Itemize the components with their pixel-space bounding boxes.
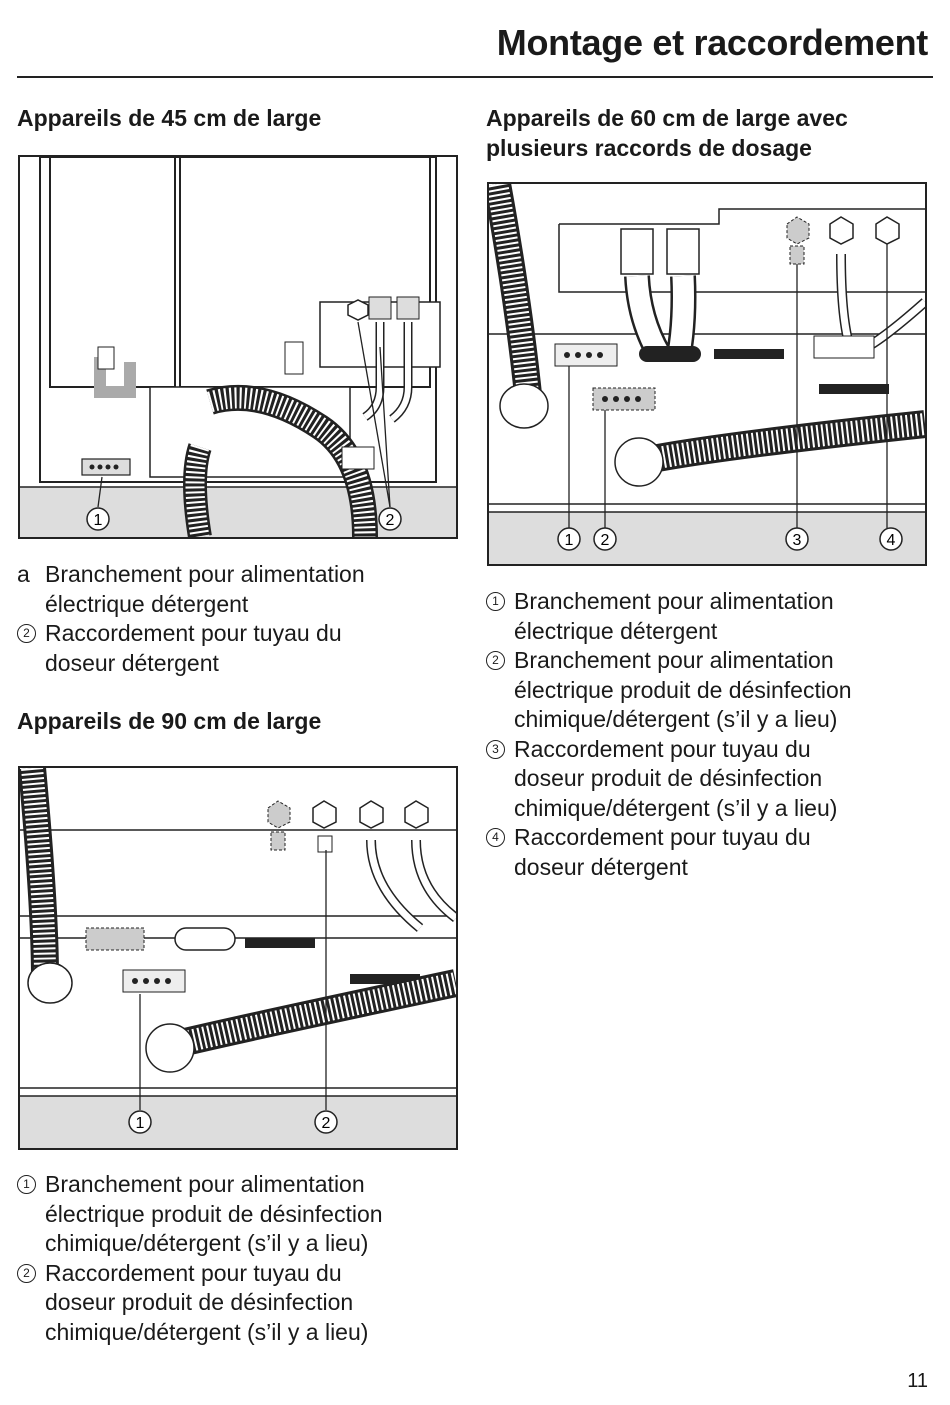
legend-marker: 1 <box>486 592 505 611</box>
legend-text: chimique/détergent (s’il y a lieu) <box>514 706 838 732</box>
legend-text: chimique/détergent (s’il y a lieu) <box>514 794 838 821</box>
legend-text: doseur détergent <box>514 853 688 880</box>
illustration-45cm: 1 2 <box>20 157 456 537</box>
legend-item: 3 Raccordement pour tuyau du doseur prod… <box>486 735 931 824</box>
legend-marker: 3 <box>486 739 505 759</box>
legend-marker: 2 <box>17 624 36 643</box>
legend-text: électrique détergent <box>514 617 718 644</box>
legend-item: 2 Branchement pour alimentation électriq… <box>486 646 931 735</box>
illustration-60cm: 1 2 3 4 <box>489 184 925 564</box>
legend-text: Raccordement pour tuyau du <box>45 620 342 646</box>
legend-item: 2 Raccordement pour tuyau du doseur déte… <box>17 619 457 678</box>
callout-45-2: 2 <box>386 512 395 529</box>
legend-item: a Branchement pour alimentation électriq… <box>17 560 457 619</box>
heading-60cm-line2: plusieurs raccords de dosage <box>486 135 812 161</box>
legend-marker: a <box>17 561 30 587</box>
page-title: Montage et raccordement <box>496 22 929 63</box>
legend-marker: 4 <box>486 828 505 847</box>
legend-text: chimique/détergent (s’il y a lieu) <box>45 1318 369 1345</box>
legend-text: électrique détergent <box>45 590 249 617</box>
legend-text: Raccordement pour tuyau du <box>514 735 811 762</box>
legend-item: 1 Branchement pour alimentation électriq… <box>17 1170 457 1259</box>
legend-text: chimique/détergent (s’il y a lieu) <box>45 1230 369 1256</box>
legend-text: électrique produit de désinfection <box>45 1200 383 1227</box>
header-divider <box>17 76 933 78</box>
heading-90cm: Appareils de 90 cm de large <box>17 708 322 734</box>
legend-marker: 2 <box>17 1263 36 1283</box>
legend-text: Raccordement pour tuyau du <box>45 1259 342 1286</box>
legend-text: doseur produit de désinfection <box>45 1289 354 1315</box>
callout-60-2: 2 <box>601 532 610 549</box>
callout-90-2: 2 <box>322 1115 331 1132</box>
legend-marker: 1 <box>17 1175 36 1194</box>
legend-45cm: a Branchement pour alimentation électriq… <box>17 560 457 678</box>
callout-60-4: 4 <box>887 532 896 549</box>
legend-text: Branchement pour alimentation <box>45 561 365 587</box>
figure-60cm: 1 2 3 4 <box>487 182 927 566</box>
illustration-90cm: 1 2 <box>20 768 456 1148</box>
callout-90-1: 1 <box>136 1115 145 1132</box>
heading-60cm-line1: Appareils de 60 cm de large avec <box>486 105 848 131</box>
legend-item: 2 Raccordement pour tuyau du doseur prod… <box>17 1259 457 1348</box>
legend-item: 4 Raccordement pour tuyau du doseur déte… <box>486 823 931 882</box>
legend-item: 1 Branchement pour alimentation électriq… <box>486 587 931 646</box>
callout-60-1: 1 <box>565 532 574 549</box>
legend-text: Branchement pour alimentation <box>45 1171 365 1197</box>
heading-45cm: Appareils de 45 cm de large <box>17 105 322 131</box>
legend-90cm: 1 Branchement pour alimentation électriq… <box>17 1170 457 1347</box>
callout-45-1: 1 <box>94 512 103 529</box>
legend-text: doseur produit de désinfection <box>514 765 823 791</box>
legend-text: Branchement pour alimentation <box>514 647 834 673</box>
page-number: 11 <box>907 1370 928 1392</box>
figure-45cm: 1 2 <box>18 155 458 539</box>
legend-60cm: 1 Branchement pour alimentation électriq… <box>486 587 931 882</box>
legend-marker: 2 <box>486 651 505 670</box>
heading-60cm: Appareils de 60 cm de large avec plusieu… <box>486 103 848 163</box>
legend-text: doseur détergent <box>45 649 219 676</box>
callout-60-3: 3 <box>793 532 802 549</box>
legend-text: électrique produit de désinfection <box>514 676 852 703</box>
figure-90cm: 1 2 <box>18 766 458 1150</box>
legend-text: Raccordement pour tuyau du <box>514 824 811 850</box>
legend-text: Branchement pour alimentation <box>514 588 834 614</box>
